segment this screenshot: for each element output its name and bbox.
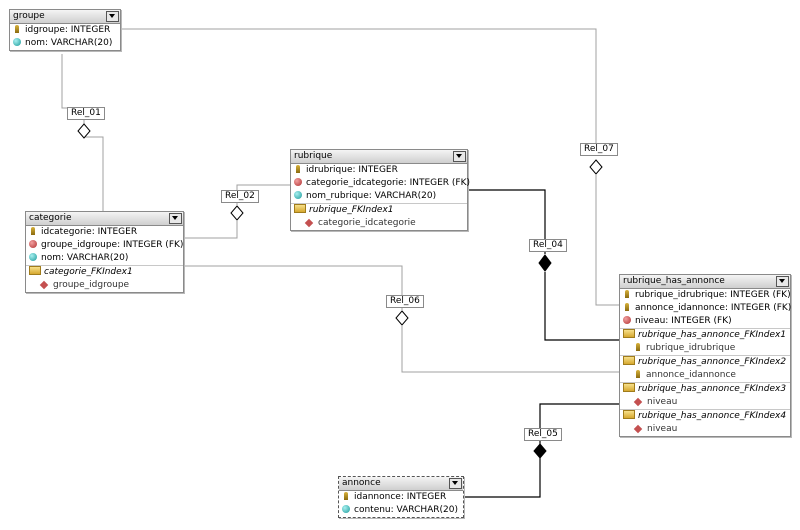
index-row[interactable]: categorie_FKIndex1 (26, 265, 183, 279)
index-row[interactable]: rubrique_has_annonce_FKIndex4 (620, 409, 790, 423)
index-column-row[interactable]: rubrique_idrubrique (620, 342, 790, 355)
line-rel-04b (544, 272, 619, 341)
diamond-rel-01 (77, 123, 91, 139)
diamond-rel-04 (538, 254, 552, 272)
column-row[interactable]: groupe_idgroupe: INTEGER (FK) (26, 239, 183, 252)
line-rel-06 (182, 265, 403, 310)
table-header[interactable]: groupe (10, 10, 120, 24)
column-icon (29, 253, 37, 261)
table-title: groupe (13, 11, 45, 21)
column-row[interactable]: categorie_idcategorie: INTEGER (FK) (291, 177, 470, 190)
column-row[interactable]: nom_rubrique: VARCHAR(20) (291, 190, 467, 203)
line-rel-01b (84, 136, 104, 212)
line-rel-04 (466, 189, 546, 254)
index-column-row[interactable]: annonce_idannonce (620, 369, 790, 382)
column-row[interactable]: idgroupe: INTEGER (10, 24, 120, 37)
column-row[interactable]: annonce_idannonce: INTEGER (FK) (620, 302, 791, 315)
table-header[interactable]: rubrique (291, 150, 467, 164)
key-icon (15, 25, 19, 33)
chevron-down-icon[interactable] (776, 276, 789, 287)
index-column-icon (633, 397, 643, 407)
table-annonce[interactable]: annonce idannonce: INTEGER contenu: VARC… (338, 476, 464, 518)
index-column-row[interactable]: niveau (620, 423, 790, 436)
foreign-key-icon (294, 178, 302, 186)
key-icon (344, 492, 348, 500)
chevron-down-icon[interactable] (449, 478, 462, 489)
rel-label-04[interactable]: Rel_04 (529, 239, 567, 252)
line-rel-07 (120, 28, 597, 155)
rel-label-07[interactable]: Rel_07 (580, 143, 618, 156)
table-categorie[interactable]: categorie idcategorie: INTEGER groupe_id… (25, 211, 184, 293)
index-folder-icon (623, 329, 635, 338)
index-folder-icon (623, 410, 635, 419)
column-row[interactable]: rubrique_idrubrique: INTEGER (FK) (620, 289, 791, 302)
table-title: rubrique (294, 151, 333, 161)
rel-label-05[interactable]: Rel_05 (524, 428, 562, 441)
diamond-rel-06 (395, 310, 409, 326)
column-row[interactable]: niveau: INTEGER (FK) (620, 315, 790, 328)
index-folder-icon (294, 204, 306, 213)
index-column-icon (633, 424, 643, 434)
line-rel-05 (462, 458, 541, 498)
index-folder-icon (29, 266, 41, 275)
table-title: categorie (29, 213, 72, 223)
index-row[interactable]: rubrique_has_annonce_FKIndex1 (620, 328, 790, 342)
column-icon (13, 38, 21, 46)
column-row[interactable]: nom: VARCHAR(20) (10, 37, 120, 50)
index-column-row[interactable]: categorie_idcategorie (291, 217, 467, 230)
index-folder-icon (623, 356, 635, 365)
column-row[interactable]: idrubrique: INTEGER (291, 164, 467, 177)
foreign-key-icon (623, 316, 631, 324)
key-icon (636, 370, 640, 378)
table-rubrique[interactable]: rubrique idrubrique: INTEGER categorie_i… (290, 149, 470, 231)
table-title: rubrique_has_annonce (623, 276, 725, 286)
diamond-rel-02 (230, 205, 244, 221)
key-icon (636, 343, 640, 351)
diamond-rel-07 (589, 159, 603, 175)
chevron-down-icon[interactable] (169, 213, 182, 224)
foreign-key-icon (29, 240, 37, 248)
index-column-row[interactable]: groupe_idgroupe (26, 279, 183, 292)
index-column-row[interactable]: niveau (620, 396, 790, 409)
table-rubrique-has-annonce[interactable]: rubrique_has_annonce rubrique_idrubrique… (619, 274, 791, 437)
rel-label-06[interactable]: Rel_06 (386, 295, 424, 308)
index-folder-icon (623, 383, 635, 392)
column-row[interactable]: idannonce: INTEGER (339, 491, 463, 504)
key-icon (296, 165, 300, 173)
table-groupe[interactable]: groupe idgroupe: INTEGER nom: VARCHAR(20… (9, 9, 121, 51)
column-row[interactable]: contenu: VARCHAR(20) (339, 504, 463, 517)
table-header[interactable]: categorie (26, 212, 183, 226)
rel-label-01[interactable]: Rel_01 (67, 107, 105, 120)
chevron-down-icon[interactable] (106, 11, 119, 22)
column-row[interactable]: nom: VARCHAR(20) (26, 252, 183, 265)
index-column-icon (39, 280, 49, 290)
index-column-icon (304, 218, 314, 228)
column-icon (294, 191, 302, 199)
table-title: annonce (342, 478, 381, 488)
index-row[interactable]: rubrique_FKIndex1 (291, 203, 467, 217)
line-rel-07b (595, 175, 619, 306)
table-header[interactable]: annonce (339, 477, 463, 491)
chevron-down-icon[interactable] (453, 151, 466, 162)
diamond-rel-05 (533, 443, 547, 459)
key-icon (31, 227, 35, 235)
line-rel-06b (401, 326, 619, 373)
column-row[interactable]: idcategorie: INTEGER (26, 226, 183, 239)
key-icon (625, 303, 629, 311)
key-icon (625, 290, 629, 298)
line-rel-02 (182, 221, 238, 239)
index-row[interactable]: rubrique_has_annonce_FKIndex2 (620, 355, 790, 369)
table-header[interactable]: rubrique_has_annonce (620, 275, 790, 289)
column-icon (342, 505, 350, 513)
rel-label-02[interactable]: Rel_02 (221, 190, 259, 203)
index-row[interactable]: rubrique_has_annonce_FKIndex3 (620, 382, 790, 396)
